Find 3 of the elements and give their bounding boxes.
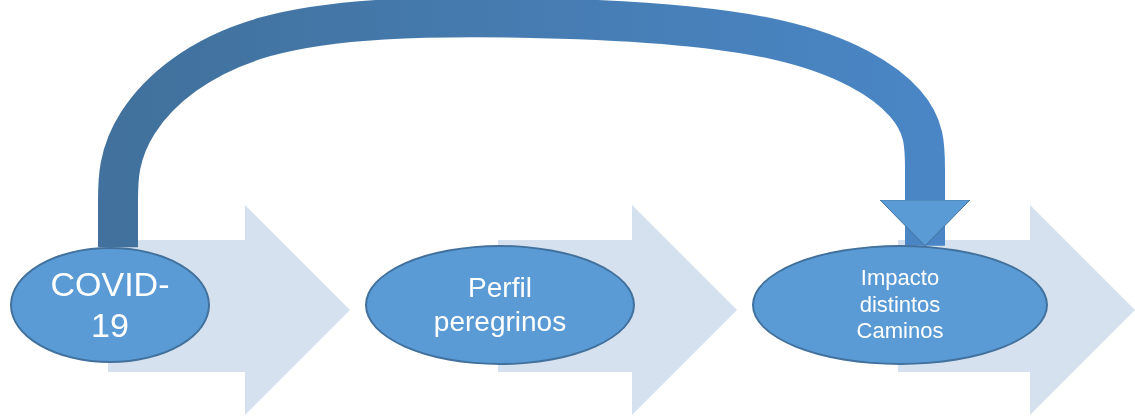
node-label: COVID-19 [49, 264, 171, 346]
node-label: Impacto distintos Caminos [855, 265, 945, 345]
node-label: Perfil peregrinos [432, 271, 568, 339]
